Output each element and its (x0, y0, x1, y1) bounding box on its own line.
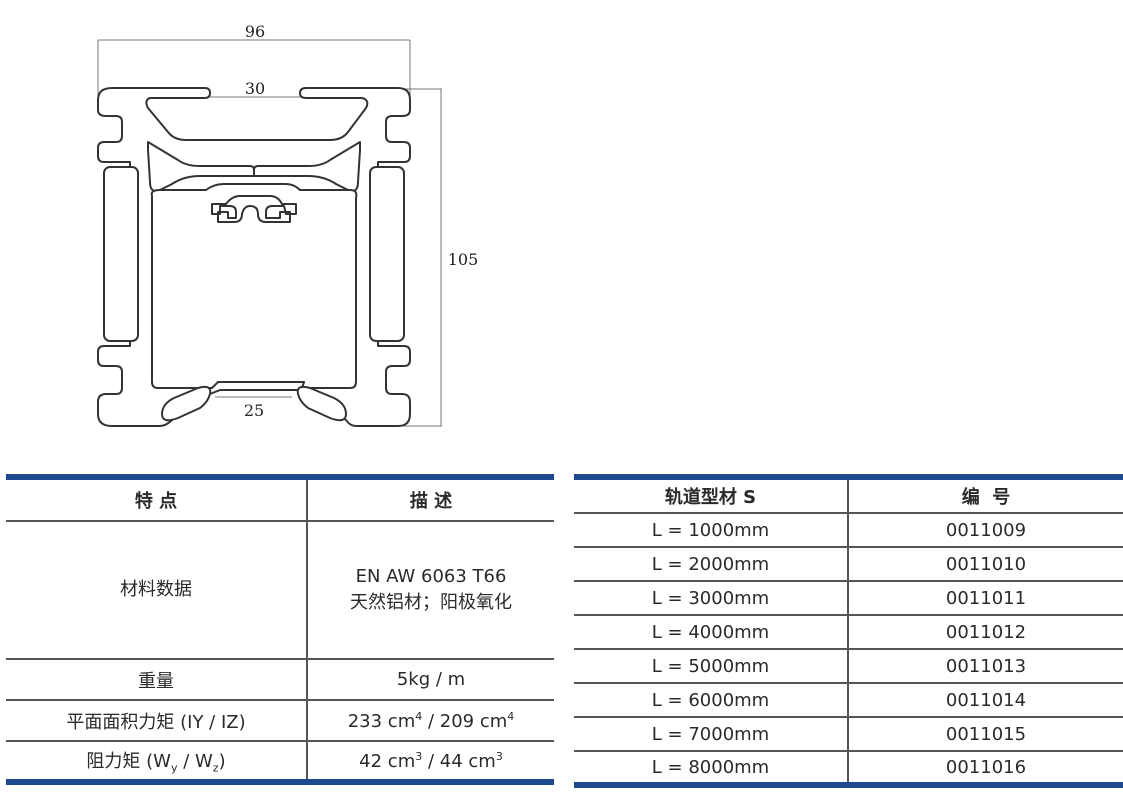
code-cell: 0011012 (945, 621, 1027, 643)
subscript: y (170, 761, 178, 775)
table-row: 材料数据 EN AW 6063 T66 天然铝材；阳极氧化 (6, 521, 554, 659)
code-cell: 0011013 (945, 655, 1027, 677)
code-cell: 0011016 (945, 756, 1027, 778)
parts-header-code: 编 号 (961, 487, 1011, 508)
code-cell: 0011010 (945, 553, 1027, 575)
superscript: 4 (507, 709, 515, 723)
profile-cross-section-drawing: 96 30 105 25 (97, 22, 479, 427)
length-cell: L = 3000mm (574, 581, 849, 615)
dim-slot-bottom-label: 25 (244, 401, 264, 420)
table-row: 重量 5kg / m (6, 659, 554, 700)
dim-width-label: 96 (245, 22, 265, 41)
table-row: L = 6000mm 0011014 (574, 683, 1123, 717)
spec-header-desc: 描 述 (409, 491, 453, 512)
spec-table: 特 点 描 述 材料数据 EN AW 6063 T66 天然铝材；阳极氧化 重量… (6, 474, 554, 785)
table-row: L = 8000mm 0011016 (574, 751, 1123, 785)
superscript: 3 (495, 749, 503, 763)
table-row: 平面面积力矩 (IY / IZ) 233 cm4 / 209 cm4 (6, 700, 554, 741)
material-finish: 天然铝材；阳极氧化 (350, 592, 512, 613)
spec-feature-area-moment: 平面面积力矩 (IY / IZ) (6, 700, 308, 741)
dimension-lines (97, 39, 442, 427)
spec-feature-weight: 重量 (6, 659, 308, 700)
code-cell: 0011014 (945, 689, 1027, 711)
length-cell: L = 4000mm (574, 615, 849, 649)
code-cell: 0011015 (945, 723, 1027, 745)
profile-cavities (103, 141, 405, 422)
superscript: 3 (415, 749, 423, 763)
length-cell: L = 1000mm (574, 513, 849, 547)
length-cell: L = 6000mm (574, 683, 849, 717)
value-text: / 209 cm (422, 710, 508, 732)
dim-height-label: 105 (448, 250, 479, 269)
label-text: ) (218, 750, 226, 772)
dim-slot-top-label: 30 (245, 79, 265, 98)
table-row: L = 1000mm 0011009 (574, 513, 1123, 547)
table-row: 阻力矩 (Wy / Wz) 42 cm3 / 44 cm3 (6, 741, 554, 782)
code-cell: 0011011 (945, 587, 1027, 609)
label-text: 阻力矩 (W (86, 750, 171, 772)
spec-desc-material: EN AW 6063 T66 天然铝材；阳极氧化 (307, 521, 554, 659)
spec-desc-section-modulus: 42 cm3 / 44 cm3 (307, 741, 554, 782)
table-row: L = 2000mm 0011010 (574, 547, 1123, 581)
material-grade: EN AW 6063 T66 (355, 566, 507, 587)
spec-feature-material: 材料数据 (6, 521, 308, 659)
subscript: z (212, 761, 219, 775)
label-text: / W (177, 750, 213, 772)
parts-table: 轨道型材 S 编 号 L = 1000mm 0011009 L = 2000mm 0… (574, 474, 1123, 788)
length-cell: L = 2000mm (574, 547, 849, 581)
table-row: L = 3000mm 0011011 (574, 581, 1123, 615)
table-row: L = 5000mm 0011013 (574, 649, 1123, 683)
spec-desc-weight: 5kg / m (396, 669, 466, 690)
table-row: L = 4000mm 0011012 (574, 615, 1123, 649)
value-text: / 44 cm (422, 750, 496, 772)
spec-header-row: 特 点 描 述 (6, 477, 554, 521)
value-text: 42 cm (359, 750, 416, 772)
length-cell: L = 5000mm (574, 649, 849, 683)
value-text: 233 cm (347, 710, 416, 732)
length-cell: L = 8000mm (574, 751, 849, 785)
length-cell: L = 7000mm (574, 717, 849, 751)
spec-desc-area-moment: 233 cm4 / 209 cm4 (307, 700, 554, 741)
code-cell: 0011009 (945, 519, 1027, 541)
superscript: 4 (415, 709, 423, 723)
parts-header-row: 轨道型材 S 编 号 (574, 477, 1123, 513)
table-row: L = 7000mm 0011015 (574, 717, 1123, 751)
parts-header-profile: 轨道型材 S (574, 477, 849, 513)
spec-feature-section-modulus: 阻力矩 (Wy / Wz) (6, 741, 308, 782)
spec-header-feature: 特 点 (6, 477, 308, 521)
